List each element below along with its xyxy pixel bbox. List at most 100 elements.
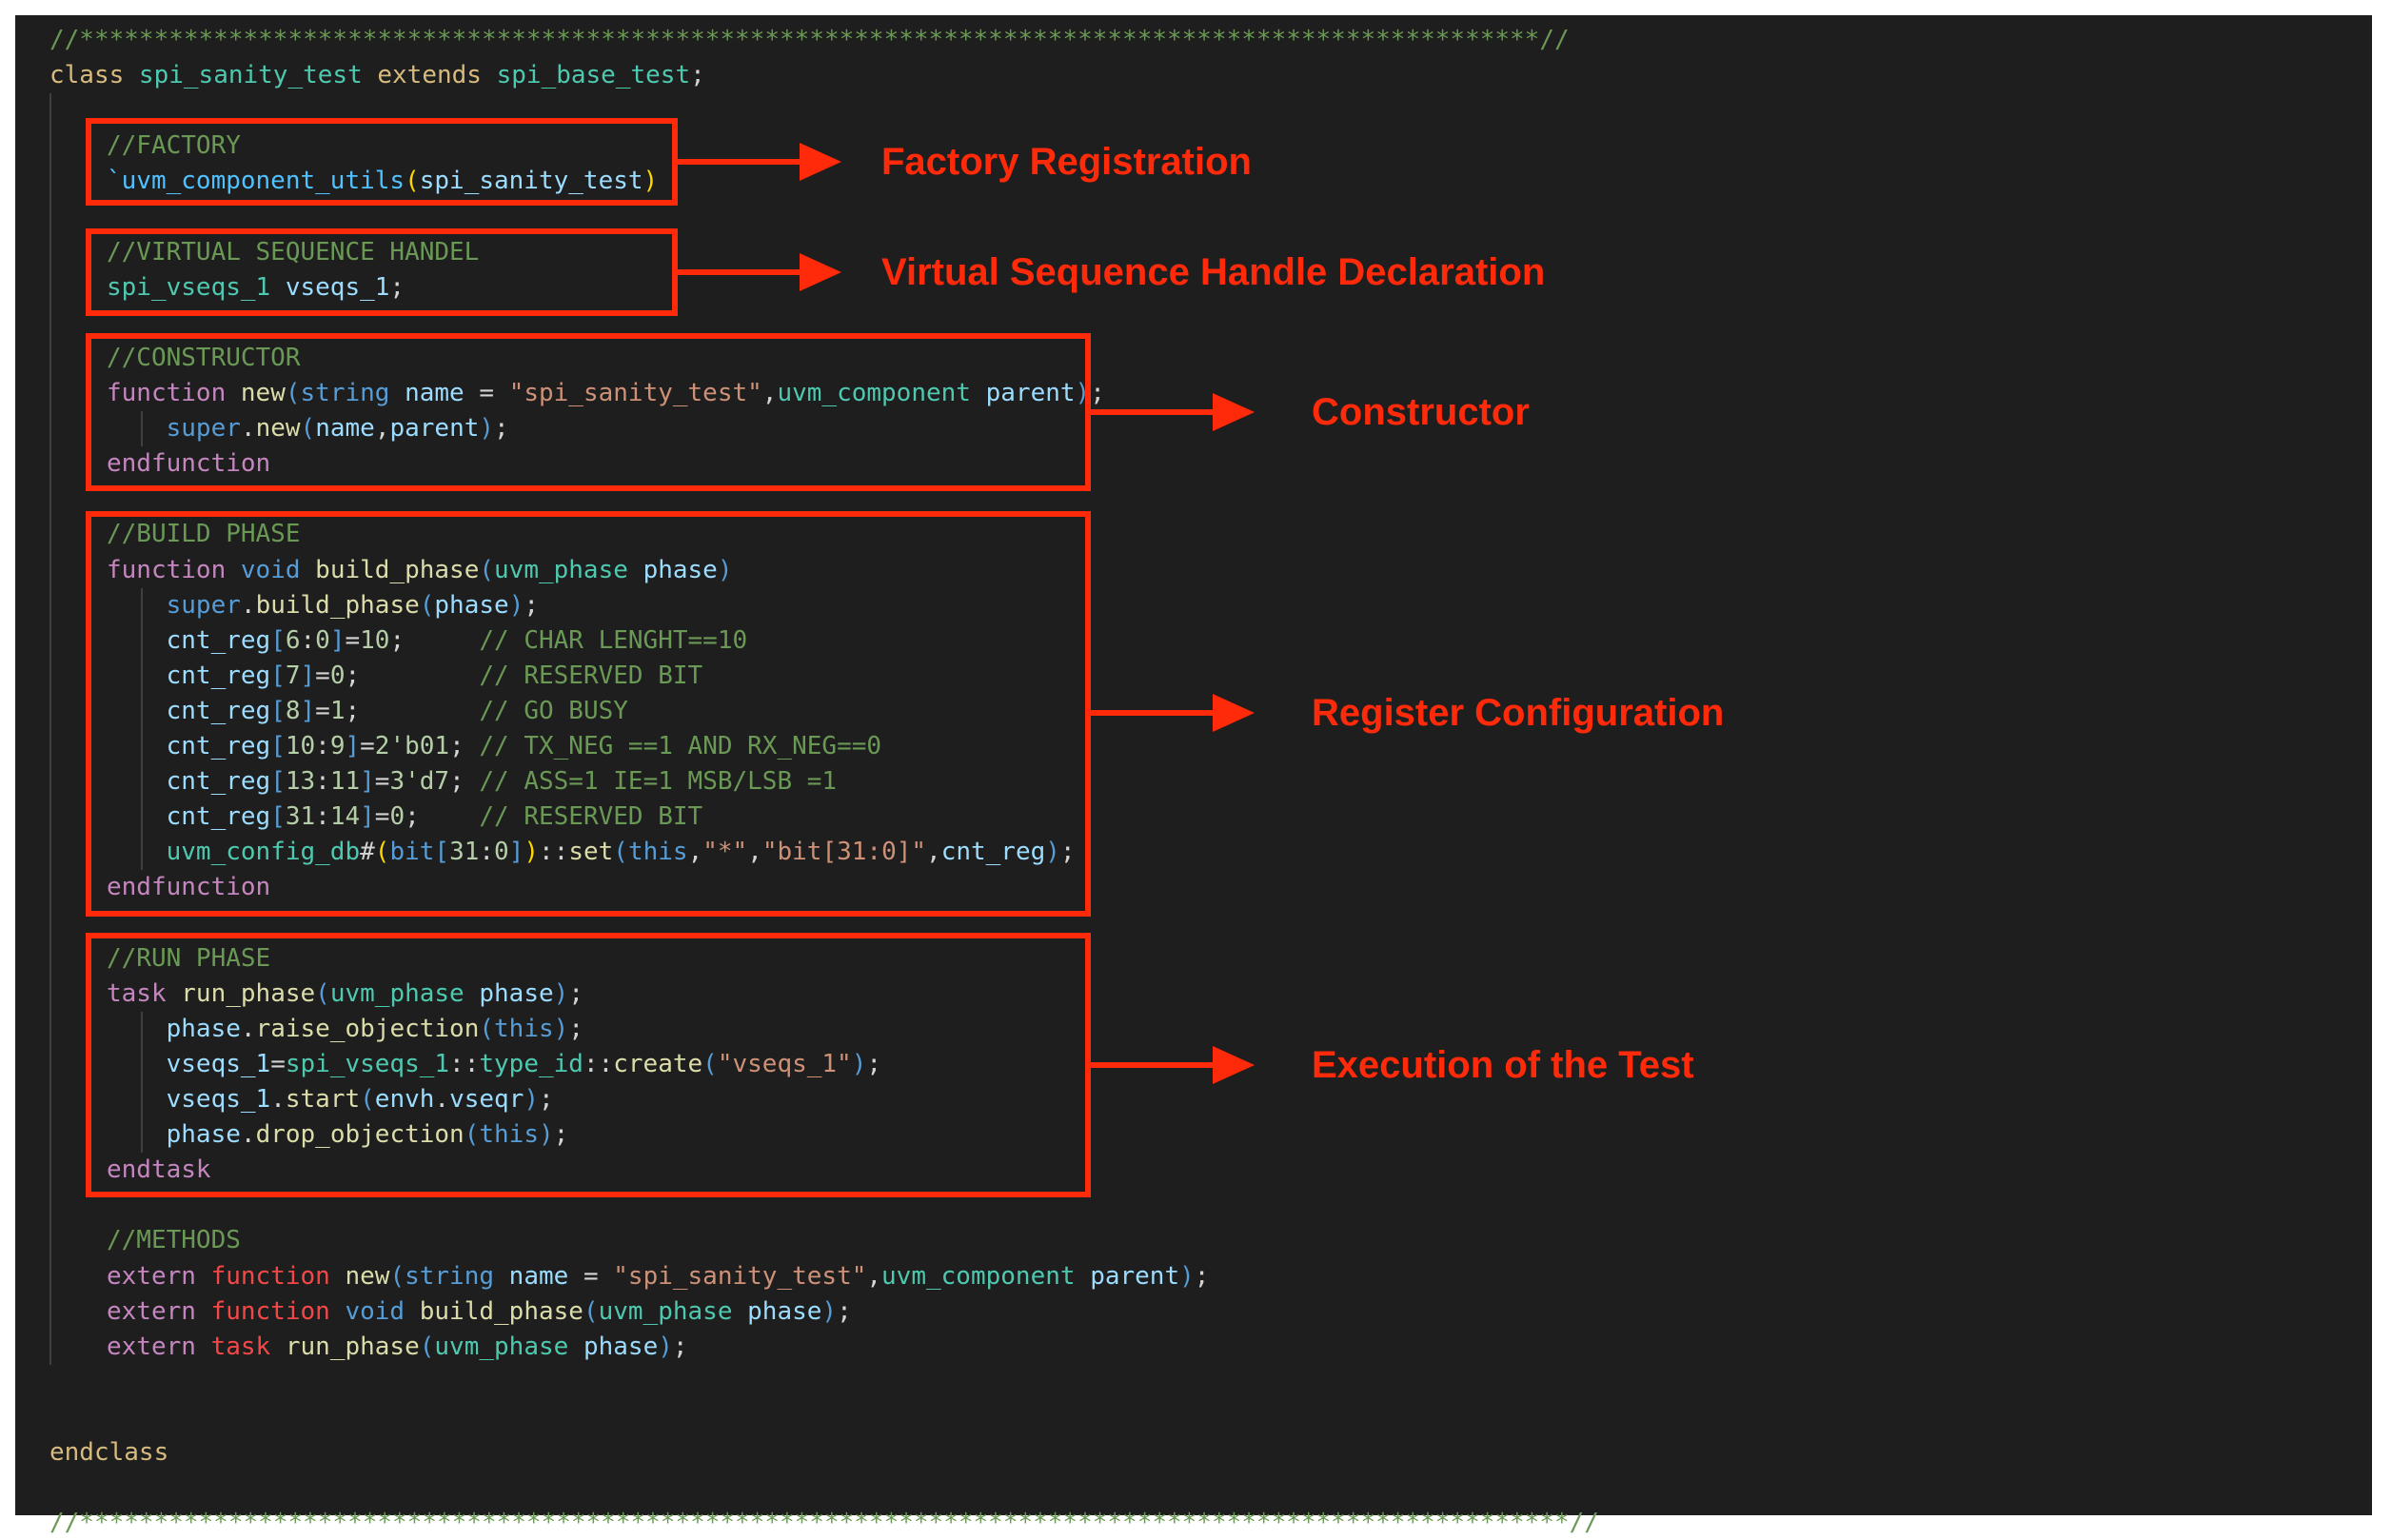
code-token: , [687, 838, 703, 867]
vseq-arrow [674, 253, 841, 291]
code-token: ( [479, 555, 495, 584]
code-line: vseqs_1=spi_vseqs_1::type_id::create("vs… [107, 1047, 881, 1081]
code-token: `uvm_component_utils [107, 167, 405, 196]
code-line: `uvm_component_utils(spi_sanity_test) [107, 164, 658, 198]
code-token: . [434, 1085, 450, 1114]
code-line: extern task run_phase(uvm_phase phase); [107, 1330, 688, 1364]
code-token: uvm_config_db [166, 838, 361, 867]
code-line: class spi_sanity_test extends spi_base_t… [49, 58, 705, 92]
code-token: ( [315, 978, 330, 1008]
code-line: cnt_reg[31:14]=0; // RESERVED BIT [107, 800, 703, 834]
code-token: ) [539, 1120, 554, 1150]
code-line: endtask [107, 1153, 211, 1187]
code-line: uvm_config_db#(bit[31:0])::set(this,"*",… [107, 835, 1076, 869]
code-token: cnt_reg [166, 661, 271, 690]
code-line: endfunction [107, 870, 270, 904]
code-line: extern function void build_phase(uvm_pha… [107, 1294, 852, 1329]
code-token: 0 [389, 802, 405, 832]
code-token: [ [270, 696, 286, 725]
code-token: //METHODS [107, 1226, 241, 1255]
code-token: ) [508, 590, 524, 620]
register-highlight-box [86, 511, 1091, 917]
code-token: . [240, 414, 256, 444]
code-line: cnt_reg[7]=0; // RESERVED BIT [107, 659, 703, 693]
code-token: //VIRTUAL SEQUENCE HANDEL [107, 237, 480, 267]
code-token: [ [270, 732, 286, 760]
code-token: build_phase [315, 555, 480, 584]
code-token: = [345, 625, 361, 655]
code-token: = [374, 767, 390, 797]
code-line: function void build_phase(uvm_phase phas… [107, 553, 733, 587]
code-token: build_phase [255, 590, 420, 620]
code-line: spi_vseqs_1 vseqs_1; [107, 270, 405, 305]
code-token: 14 [329, 802, 361, 832]
code-token: ; [1059, 838, 1076, 867]
factory-arrow [674, 143, 841, 181]
code-token: :: [583, 1049, 614, 1078]
code-token: spi_sanity_test [419, 167, 643, 196]
code-token: new [255, 414, 301, 444]
constructor-label: Constructor [1312, 391, 1530, 433]
code-token: , [747, 838, 762, 867]
code-token: ; [524, 590, 539, 620]
code-line: //RUN PHASE [107, 941, 270, 976]
code-token: ] [345, 732, 361, 760]
indent-guide [141, 587, 143, 871]
code-token: function [107, 379, 241, 407]
code-token: cnt_reg [166, 802, 271, 832]
code-line: endfunction [107, 446, 270, 481]
indent-guide [141, 1011, 143, 1154]
code-token: ( [419, 590, 435, 620]
code-token: //CONSTRUCTOR [107, 343, 301, 372]
code-token: //FACTORY [107, 131, 241, 161]
code-line: endclass [49, 1435, 168, 1470]
constructor-arrow [1087, 393, 1255, 431]
code-token: 0 [494, 838, 509, 867]
code-token: ) [479, 414, 495, 444]
code-token: //**************************************… [49, 26, 1570, 54]
code-token: ( [464, 1120, 480, 1150]
code-token: phase [434, 590, 509, 620]
code-token: vseqr [449, 1085, 524, 1114]
code-token: phase [166, 1120, 241, 1150]
code-token: = [315, 696, 330, 725]
code-token: spi_vseqs_1 [107, 272, 286, 302]
code-token: vseqs_1 [166, 1085, 271, 1114]
code-token: ) [553, 1014, 569, 1043]
code-token: ; [449, 732, 480, 760]
code-token: run_phase [181, 978, 316, 1008]
code-token: // TX_NEG ==1 AND RX_NEG==0 [479, 732, 882, 760]
code-line: phase.raise_objection(this); [107, 1012, 583, 1046]
code-token: // RESERVED BIT [479, 802, 703, 832]
code-token: = [360, 732, 375, 760]
code-token: start [285, 1085, 361, 1114]
code-token: new [345, 1261, 390, 1291]
code-line: //FACTORY [107, 128, 241, 163]
code-token: ; [405, 802, 480, 832]
code-token: ; [539, 1085, 554, 1114]
code-token: ; [568, 978, 583, 1008]
code-token: create [613, 1049, 703, 1078]
code-token: ) [717, 555, 733, 584]
code-token: uvm_phase [434, 1332, 583, 1361]
code-token: ; [568, 1014, 583, 1043]
code-token: build_phase [419, 1296, 583, 1326]
code-token: run_phase [285, 1332, 420, 1361]
code-line: super.new(name,parent); [107, 411, 509, 445]
code-token: ; [672, 1332, 688, 1361]
code-token: parent [985, 379, 1076, 407]
code-line: super.build_phase(phase); [107, 588, 539, 622]
factory-registration-label: Factory Registration [881, 141, 1252, 183]
code-token: : [315, 732, 330, 760]
code-token: uvm_phase [494, 555, 643, 584]
code-line: vseqs_1.start(envh.vseqr); [107, 1082, 554, 1116]
code-token: 9 [329, 732, 346, 760]
execution-arrow [1087, 1046, 1255, 1084]
code-token: , [374, 414, 390, 444]
code-token: ) [524, 1085, 540, 1114]
code-token: 0 [329, 661, 346, 690]
code-token: ; [837, 1296, 852, 1326]
code-token: extern [107, 1261, 211, 1291]
code-token: ( [300, 414, 316, 444]
code-token: 7 [285, 661, 301, 690]
